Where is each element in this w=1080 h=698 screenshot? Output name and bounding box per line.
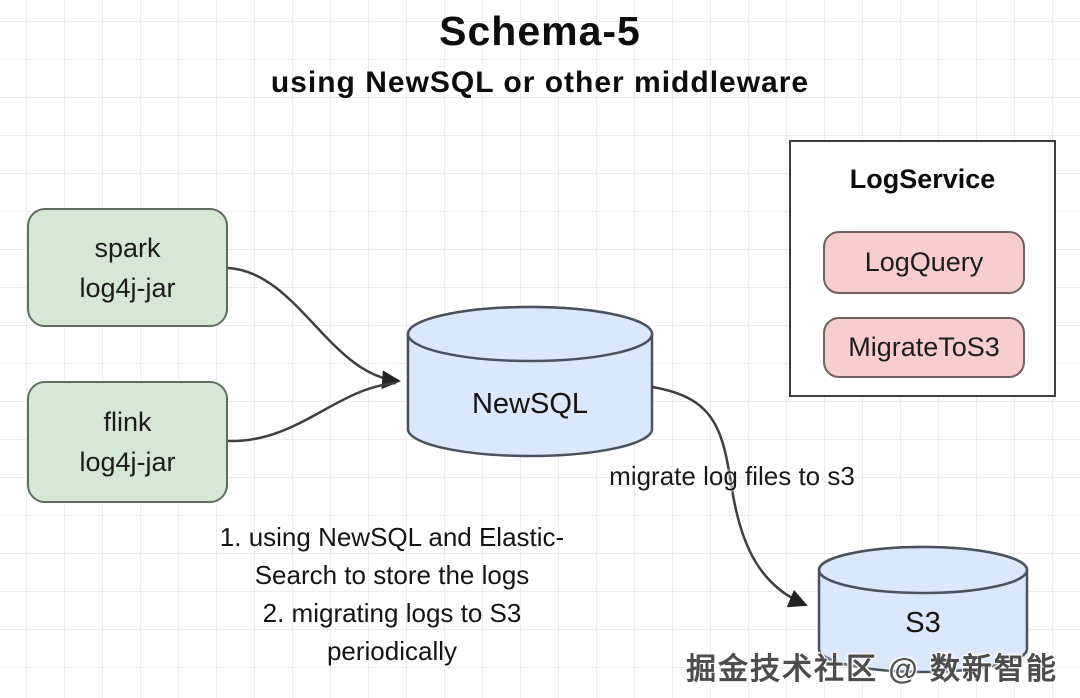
watermark-text: 掘金技术社区 @ 数新智能 <box>686 653 1058 686</box>
arrow-newsql-to-s3 <box>651 385 808 608</box>
notes-text: 1. using NewSQL and Elastic- Search to s… <box>172 518 612 670</box>
s3-label: S3 <box>905 607 941 639</box>
logservice-item-logquery: LogQuery <box>823 231 1025 294</box>
node-flink-log4j: flink log4j-jar <box>27 381 228 503</box>
arrow-flink-to-newsql <box>227 381 397 443</box>
newsql-cylinder <box>406 305 654 458</box>
newsql-label: NewSQL <box>471 388 589 420</box>
notes-line1: 1. using NewSQL and Elastic- <box>219 522 565 552</box>
edge-label-migrate-log-files: migrate log files to s3 <box>609 461 855 491</box>
page-subtitle: using NewSQL or other middleware <box>270 66 810 99</box>
notes-line4: periodically <box>326 636 458 666</box>
spark-label-line1: spark <box>94 232 161 263</box>
notes-line2: Search to store the logs <box>254 560 530 590</box>
flink-label-line2: log4j-jar <box>79 447 176 477</box>
page-title: Schema-5 <box>439 8 641 54</box>
notes-line3: 2. migrating logs to S3 <box>262 598 522 628</box>
spark-label-line2: log4j-jar <box>79 272 176 303</box>
flink-label-line1: flink <box>103 407 152 437</box>
arrow-spark-to-newsql <box>227 266 401 390</box>
node-spark-log4j: spark log4j-jar <box>27 208 228 327</box>
s3-cylinder <box>817 545 1029 674</box>
migratetos3-label: MigrateToS3 <box>848 332 1000 362</box>
logquery-label: LogQuery <box>864 247 984 277</box>
logservice-item-migratetos3: MigrateToS3 <box>823 317 1025 378</box>
logservice-title: LogService <box>849 164 996 194</box>
